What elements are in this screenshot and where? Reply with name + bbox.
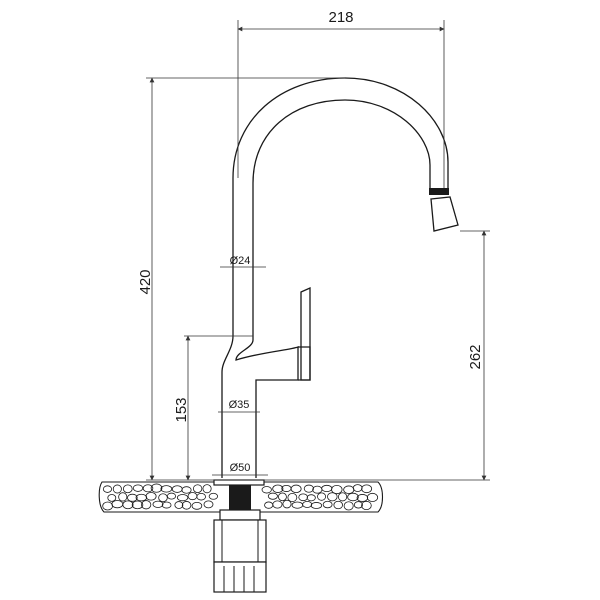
- pebble: [112, 484, 122, 494]
- pebble: [150, 483, 163, 493]
- pebble: [176, 494, 189, 502]
- pebble: [352, 484, 363, 492]
- pebble: [161, 501, 172, 509]
- mounting-bracket: [213, 519, 267, 563]
- pebble: [306, 494, 316, 502]
- threaded-shank: [229, 485, 251, 510]
- pebble: [272, 500, 283, 509]
- connector-ribs: [223, 566, 255, 592]
- pebble: [322, 500, 333, 509]
- pebble: [166, 492, 177, 500]
- pebble: [131, 500, 144, 510]
- pebble: [174, 501, 184, 509]
- lever-handle: [300, 286, 311, 381]
- aerator-ring: [429, 188, 449, 195]
- pebble: [191, 501, 203, 510]
- bracket-inner-edge: [221, 520, 259, 562]
- pebble: [132, 484, 144, 492]
- aerator-nozzle: [430, 196, 459, 232]
- pebble: [158, 493, 168, 503]
- pebble: [208, 492, 219, 500]
- pebble: [127, 493, 138, 502]
- body-right-edge: [235, 339, 299, 478]
- pebble: [261, 486, 272, 494]
- pebble: [366, 492, 379, 502]
- pebble: [267, 492, 278, 500]
- total-height-label: 420: [137, 269, 154, 294]
- pebble: [343, 501, 354, 511]
- faucet-outline: [221, 77, 449, 478]
- spout-height-label: 262: [467, 344, 484, 369]
- pebble: [338, 492, 348, 502]
- pebble: [203, 500, 214, 509]
- pebble: [331, 484, 343, 495]
- pebble: [107, 494, 117, 502]
- pebble: [142, 484, 154, 493]
- pebble: [333, 500, 343, 510]
- pebble: [361, 484, 373, 494]
- pebble: [302, 501, 313, 508]
- pebble: [278, 492, 287, 502]
- tube-diameter-label: Ø24: [230, 255, 251, 267]
- pebble: [353, 501, 363, 509]
- base-flange: [213, 479, 265, 486]
- pebble: [152, 500, 164, 508]
- pebble: [196, 492, 206, 501]
- spout-outer-edge: [232, 77, 449, 336]
- pebble: [141, 500, 152, 510]
- pebble: [361, 500, 372, 511]
- pebble: [181, 486, 192, 494]
- spout-inner-edge: [252, 99, 431, 340]
- pebble: [193, 484, 203, 493]
- body-diameter-label: Ø35: [229, 399, 250, 411]
- mounting-assembly: [213, 479, 267, 593]
- hose-connector: [213, 561, 267, 593]
- pebble: [287, 492, 298, 502]
- pebble: [310, 502, 323, 509]
- pebble: [290, 484, 302, 494]
- pebble: [122, 484, 133, 494]
- pebble: [347, 492, 359, 502]
- pebble: [202, 484, 212, 494]
- lever-height-label: 153: [173, 397, 190, 422]
- pebble: [145, 492, 157, 501]
- body-left-edge: [221, 335, 234, 478]
- pebble: [122, 500, 134, 510]
- pebble: [160, 485, 173, 493]
- pebble: [135, 493, 148, 502]
- countertop-texture: [102, 483, 379, 511]
- pebble: [327, 492, 338, 502]
- pebble: [181, 501, 192, 510]
- dimension-lines: [146, 20, 490, 481]
- pebble: [102, 485, 113, 493]
- pebble: [298, 493, 308, 502]
- pebble: [118, 492, 128, 502]
- aerator: [429, 188, 459, 232]
- lever-base: [298, 346, 311, 381]
- pebble: [282, 499, 292, 509]
- pebble: [272, 484, 284, 493]
- pebble: [317, 492, 327, 501]
- reach-label: 218: [328, 9, 353, 26]
- pebble: [303, 484, 314, 493]
- base-diameter-label: Ø50: [230, 462, 251, 474]
- mounting-nut: [219, 509, 261, 521]
